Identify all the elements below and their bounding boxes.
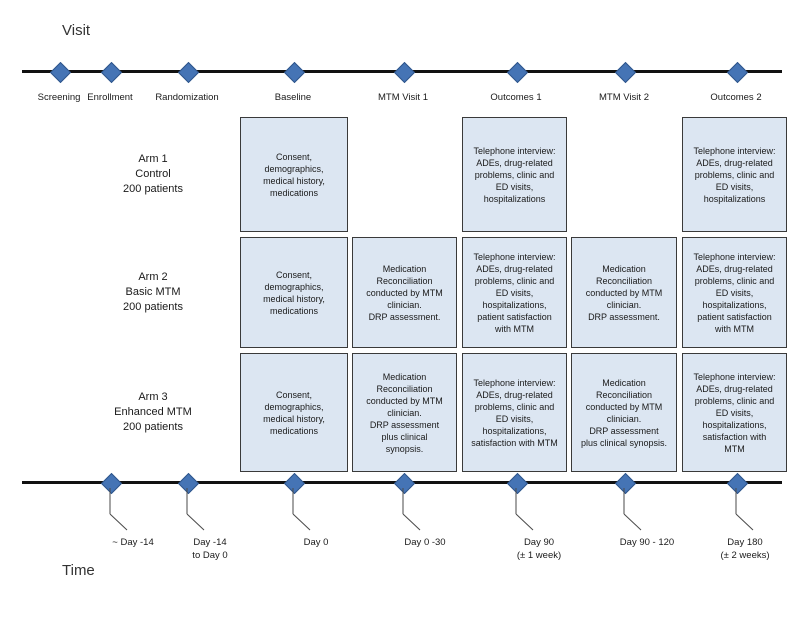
activity-box-arm1-baseline: Consent, demographics, medical history, … [240, 117, 348, 232]
activity-box-arm2-mtm-visit-2: Medication Reconciliation conducted by M… [571, 237, 677, 348]
time-label-0: ~ Day -14 [112, 537, 154, 548]
visit-label-0: Screening [37, 92, 81, 103]
arm-label-1: Arm 1 Control 200 patients [123, 152, 183, 195]
visit-marker-6 [614, 61, 636, 84]
activity-box-arm2-outcomes-2: Telephone interview: ADEs, drug-related … [682, 237, 787, 348]
visit-marker-5 [506, 61, 528, 84]
visit-marker-7 [726, 61, 748, 84]
activity-box-arm3-baseline: Consent, demographics, medical history, … [240, 353, 348, 472]
activity-box-text: Medication Reconciliation conducted by M… [580, 377, 668, 448]
time-leader-1 [186, 488, 205, 531]
time-leader-3 [402, 488, 421, 531]
visit-label-7: Outcomes 2 [710, 92, 762, 103]
visit-label-5: Outcomes 1 [490, 92, 542, 103]
visit-label-6: MTM Visit 2 [599, 92, 649, 103]
activity-box-text: Telephone interview: ADEs, drug-related … [473, 145, 556, 204]
activity-box-arm1-outcomes-1: Telephone interview: ADEs, drug-related … [462, 117, 567, 232]
visit-marker-0 [49, 61, 71, 84]
visit-label-2: Randomization [155, 92, 219, 103]
time-label-1: Day -14 to Day 0 [192, 537, 228, 561]
activity-box-text: Telephone interview: ADEs, drug-related … [473, 251, 556, 334]
visit-marker-2 [177, 61, 199, 84]
visit-marker-3 [283, 61, 305, 84]
activity-box-text: Consent, demographics, medical history, … [263, 269, 325, 316]
activity-box-text: Medication Reconciliation conducted by M… [366, 263, 443, 322]
time-axis-title: Time [62, 562, 95, 579]
visit-axis-title: Visit [62, 22, 91, 39]
time-leader-6 [735, 488, 754, 531]
activity-box-arm3-mtm-visit-1: Medication Reconciliation conducted by M… [352, 353, 457, 472]
time-label-2: Day 0 [303, 537, 329, 548]
activity-box-arm2-baseline: Consent, demographics, medical history, … [240, 237, 348, 348]
activity-box-text: Telephone interview: ADEs, drug-related … [471, 377, 558, 448]
activity-box-arm1-outcomes-2: Telephone interview: ADEs, drug-related … [682, 117, 787, 232]
activity-box-text: Telephone interview: ADEs, drug-related … [693, 371, 776, 454]
activity-box-arm3-outcomes-2: Telephone interview: ADEs, drug-related … [682, 353, 787, 472]
visit-label-3: Baseline [274, 92, 312, 103]
time-label-4: Day 90 (± 1 week) [516, 537, 562, 561]
activity-box-text: Telephone interview: ADEs, drug-related … [693, 251, 776, 334]
activity-box-text: Consent, demographics, medical history, … [263, 389, 325, 436]
time-label-3: Day 0 -30 [404, 537, 446, 548]
activity-box-arm2-mtm-visit-1: Medication Reconciliation conducted by M… [352, 237, 457, 348]
activity-box-text: Medication Reconciliation conducted by M… [585, 263, 663, 322]
activity-box-text: Medication Reconciliation conducted by M… [366, 371, 443, 454]
arm-label-2: Arm 2 Basic MTM 200 patients [123, 270, 183, 313]
activity-box-arm3-outcomes-1: Telephone interview: ADEs, drug-related … [462, 353, 567, 472]
arm-label-3: Arm 3 Enhanced MTM 200 patients [114, 390, 192, 433]
visit-marker-1 [100, 61, 122, 84]
visit-marker-4 [393, 61, 415, 84]
time-leader-4 [515, 488, 534, 531]
time-label-5: Day 90 - 120 [619, 537, 675, 548]
activity-box-arm2-outcomes-1: Telephone interview: ADEs, drug-related … [462, 237, 567, 348]
activity-box-text: Telephone interview: ADEs, drug-related … [693, 145, 776, 204]
activity-box-text: Consent, demographics, medical history, … [263, 151, 325, 198]
visit-label-1: Enrollment [87, 92, 133, 103]
time-leader-0 [109, 488, 128, 531]
activity-box-arm3-mtm-visit-2: Medication Reconciliation conducted by M… [571, 353, 677, 472]
time-leader-5 [623, 488, 642, 531]
time-leader-2 [292, 488, 311, 531]
time-label-6: Day 180 (± 2 weeks) [720, 537, 770, 561]
visit-label-4: MTM Visit 1 [378, 92, 428, 103]
